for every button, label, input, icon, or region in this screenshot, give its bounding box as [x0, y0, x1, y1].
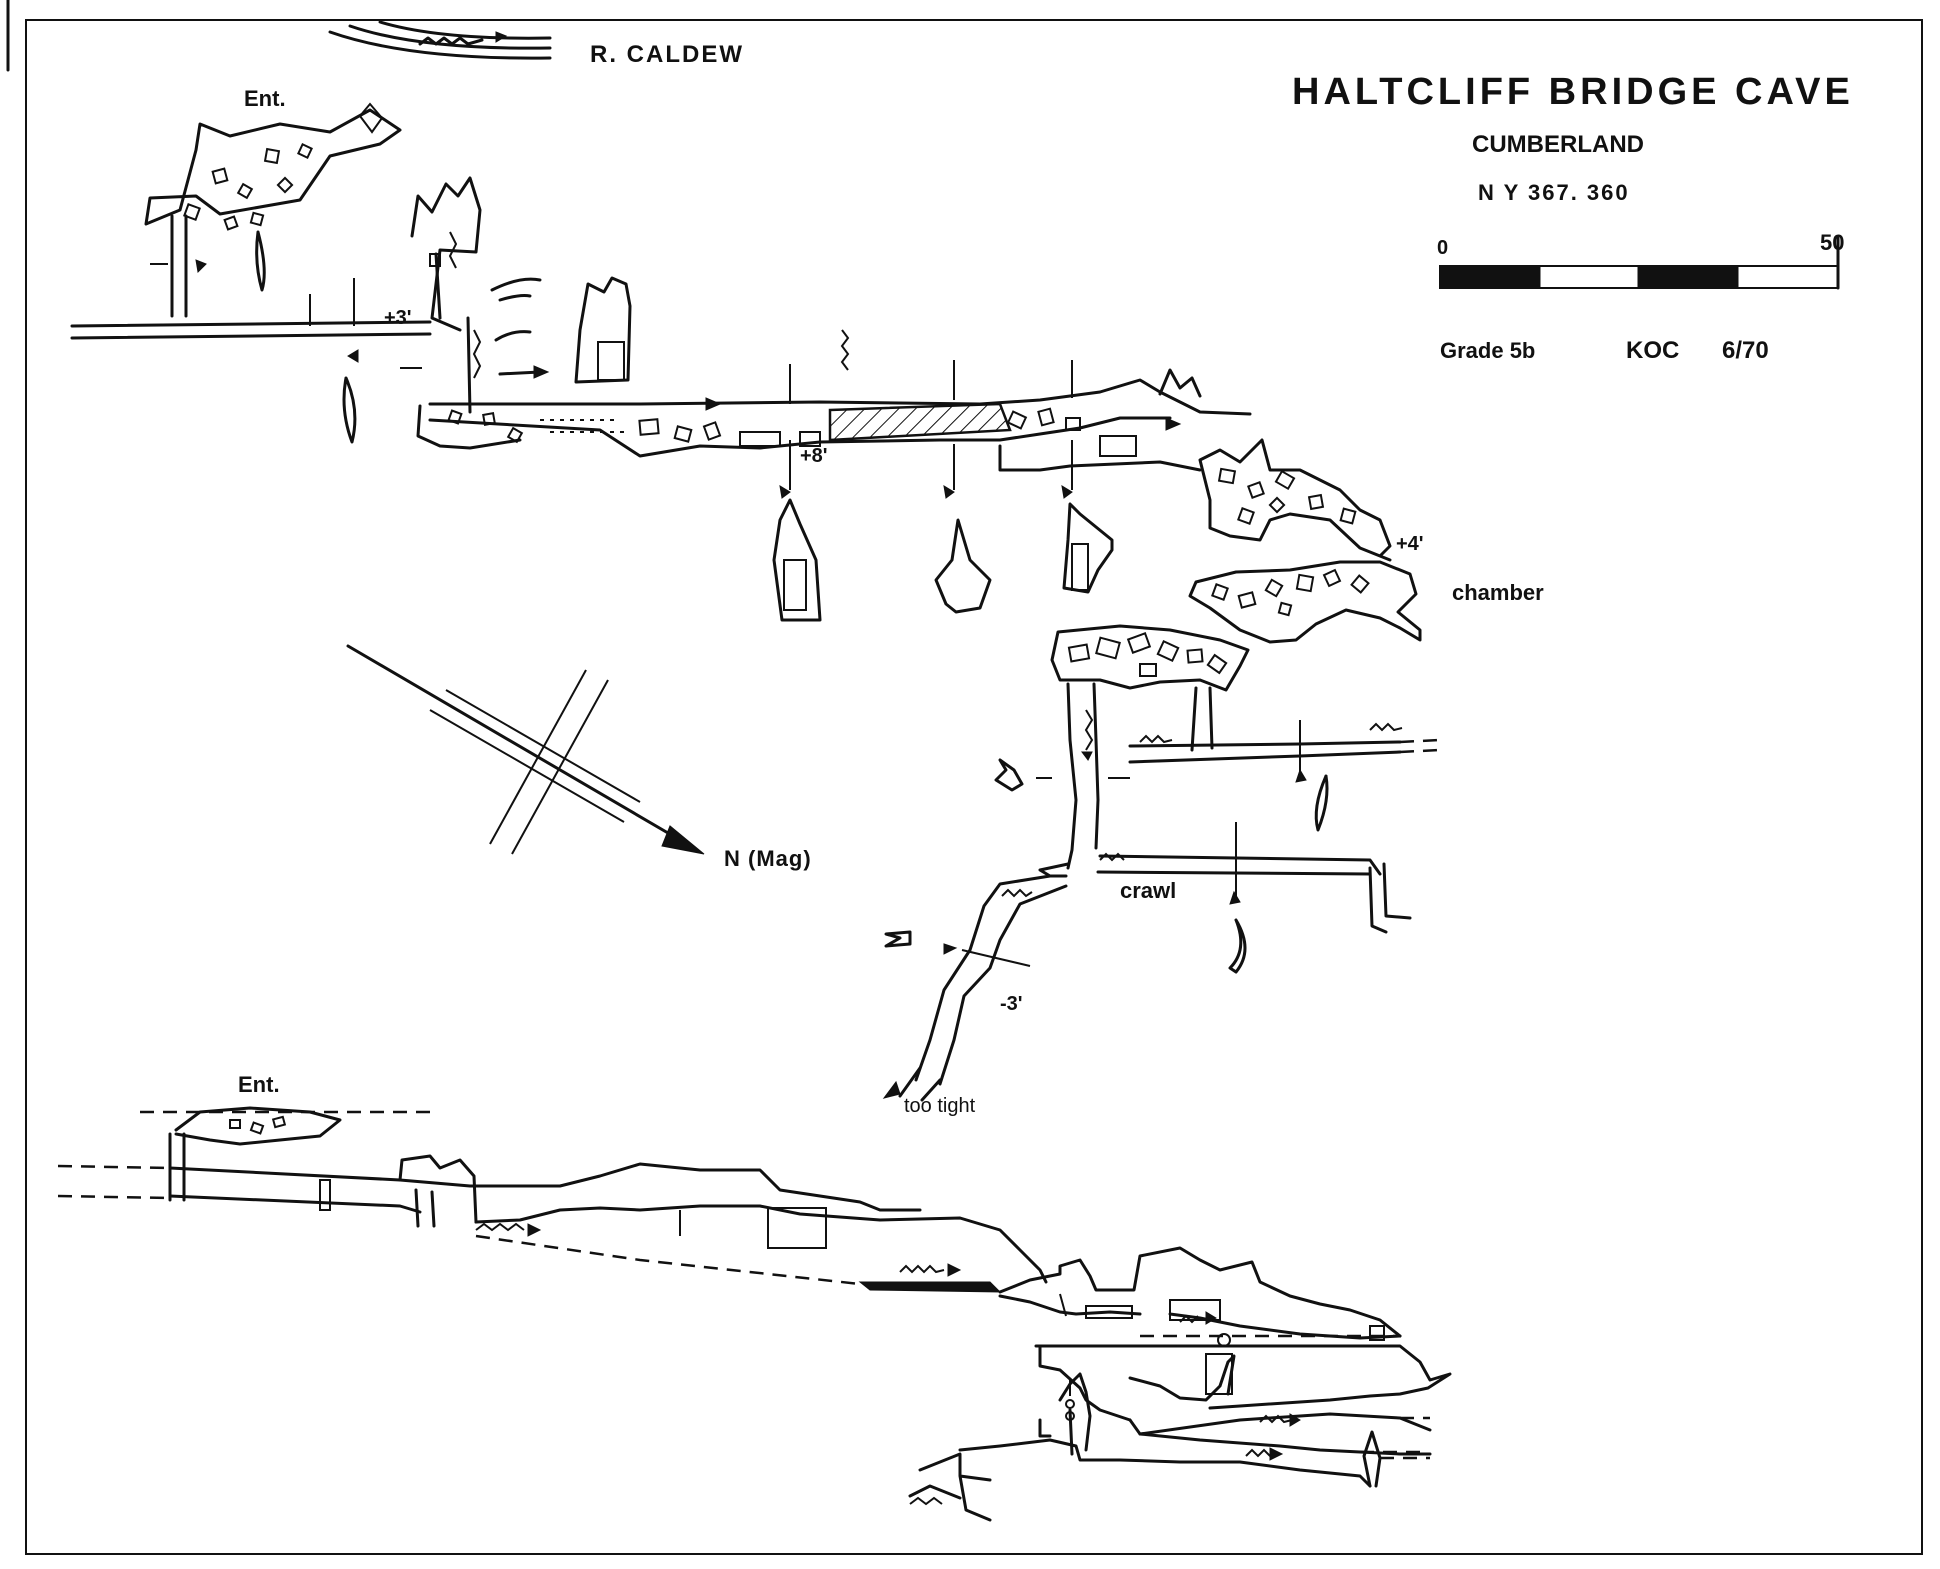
minus3-label: -3' [1000, 993, 1023, 1015]
grid-reference: N Y 367. 360 [1478, 180, 1630, 205]
plus3-label: +3' [384, 307, 412, 329]
scale-end-label: 50 [1820, 230, 1844, 255]
plus4-label: +4' [1396, 533, 1424, 555]
river-label: R. CALDEW [590, 41, 744, 68]
title-block: HALTCLIFF BRIDGE CAVE CUMBERLAND N Y 367… [1292, 71, 1854, 364]
sheet-border [6, 0, 1923, 1555]
surveyor-label: KOC [1626, 337, 1679, 364]
scale-bar: 0 50 [1437, 230, 1844, 290]
crawl-label: crawl [1120, 878, 1176, 903]
chamber-label: chamber [1452, 580, 1544, 605]
river-caldew: R. CALDEW [328, 20, 744, 68]
survey-date: 6/70 [1722, 337, 1769, 364]
north-arrow: N (Mag) [346, 644, 812, 871]
section-view: Ent. [57, 1072, 1452, 1522]
survey-title: HALTCLIFF BRIDGE CAVE [1292, 71, 1854, 113]
plus8-label: +8' [800, 445, 828, 467]
plan-view: Ent. +3' [70, 86, 1544, 1117]
plan-entrance-label: Ent. [244, 86, 286, 111]
section-entrance-label: Ent. [238, 1072, 280, 1097]
too-tight-label: too tight [904, 1095, 976, 1117]
grade-label: Grade 5b [1440, 338, 1535, 363]
scale-start-label: 0 [1437, 237, 1448, 259]
county-label: CUMBERLAND [1472, 131, 1644, 158]
north-label: N (Mag) [724, 846, 812, 871]
